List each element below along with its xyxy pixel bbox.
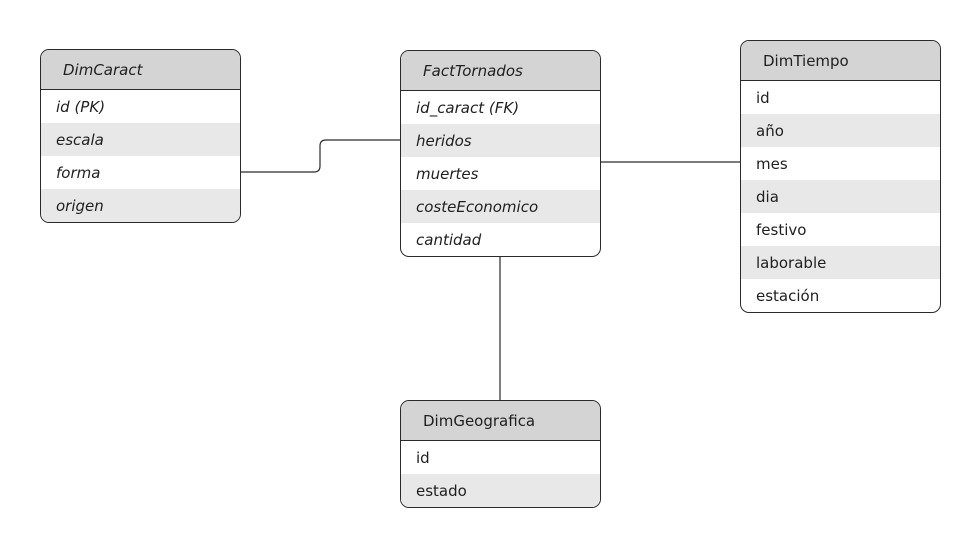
field-row: id [416,448,430,467]
field-row: cantidad [416,230,482,249]
field-row: id_caract (FK) [416,98,520,117]
entity-dimtiempo[interactable]: DimTiempo id año mes dia festivo laborab… [740,40,941,313]
field-row: costeEconomico [401,190,600,223]
field-row: escala [41,123,240,156]
field-row: festivo [756,220,807,239]
field-row: año [741,114,940,147]
entity-dimcaract[interactable]: DimCaract id (PK) escala forma origen [40,49,241,223]
field-row: id [756,88,770,107]
entity-title: DimGeografica [401,401,600,441]
field-row: estado [401,474,600,507]
entity-title: DimCaract [41,50,240,90]
field-row: heridos [401,124,600,157]
field-row: id (PK) [56,97,106,116]
field-row: origen [41,189,240,222]
field-row: mes [756,154,788,173]
entity-title: FactTornados [401,51,600,91]
entity-title: DimTiempo [741,41,940,81]
field-row: laborable [741,246,940,279]
field-row: estación [756,286,820,305]
relation-dimcaract-facttornados [240,139,401,173]
field-row: dia [741,180,940,213]
entity-facttornados[interactable]: FactTornados id_caract (FK) heridos muer… [400,50,601,257]
field-row: forma [56,163,101,182]
field-row: muertes [416,164,479,183]
entity-dimgeografica[interactable]: DimGeografica id estado [400,400,601,508]
